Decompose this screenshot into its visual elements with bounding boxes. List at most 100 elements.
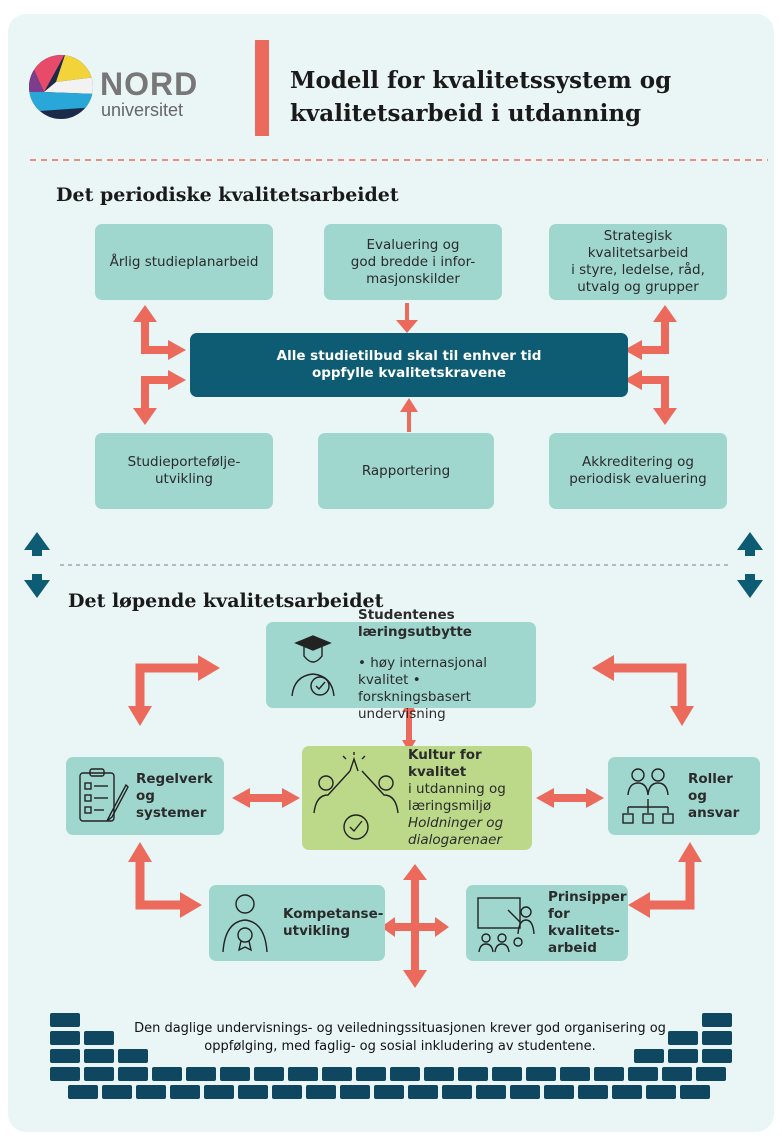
brick <box>356 1067 386 1081</box>
principles-line-2: for kvalitets- <box>548 906 620 939</box>
box-strategic-quality-work: Strategisk kvalitetsarbeid i styre, lede… <box>549 224 727 300</box>
brick <box>646 1085 676 1099</box>
footer-line-1: Den daglige undervisnings- og veiledning… <box>134 1021 666 1036</box>
brick <box>118 1067 148 1081</box>
box-evaluation-line-3: masjonskilder <box>366 270 460 287</box>
brick <box>68 1085 98 1099</box>
right-updown-arrow-icon <box>737 532 763 598</box>
box-accreditation-line-2: periodisk evaluering <box>569 471 707 487</box>
arrowhead-cross-right <box>435 917 449 937</box>
box-evaluation-line-1: Evaluering og <box>366 236 460 253</box>
box-quality-culture: Kultur for kvalitet i utdanning og lærin… <box>302 746 532 850</box>
center-line-2: oppfylle kvalitetskravene <box>311 365 507 381</box>
box-portfolio-development: Studieportefølje- utvikling <box>95 433 273 509</box>
box-quality-requirements: Alle studietilbud skal til enhver tid op… <box>190 333 628 397</box>
competence-line-2: utvikling <box>283 923 350 939</box>
brick <box>408 1085 438 1099</box>
teacher-board-icon <box>477 897 535 953</box>
arrowhead-tr-up <box>653 305 677 322</box>
brick <box>628 1067 658 1081</box>
brick <box>374 1085 404 1099</box>
brick <box>578 1085 608 1099</box>
page-title-line-2: kvalitetsarbeid i utdanning <box>290 100 642 127</box>
brick <box>238 1085 268 1099</box>
box-annual-study-plan-label: Årlig studieplanarbeid <box>109 253 259 270</box>
box-strategic-line-2: i styre, ledelse, råd, <box>571 262 705 278</box>
brick <box>152 1067 182 1081</box>
arrowhead-ur-left <box>592 655 614 681</box>
principles-line-3: arbeid <box>548 940 597 956</box>
brick <box>424 1067 454 1081</box>
box-rules-systems: Regelverk og systemer <box>66 757 224 835</box>
brick <box>102 1085 132 1099</box>
box-strategic-line-1: Strategisk kvalitetsarbeid <box>587 228 689 261</box>
arrowhead-tl-right <box>168 340 186 360</box>
arrow-bottom-left-path <box>141 376 170 412</box>
brick <box>204 1085 234 1099</box>
rules-line-2: og systemer <box>136 787 207 821</box>
arrowhead-cr-left <box>536 788 554 808</box>
brick <box>254 1067 284 1081</box>
arrowhead-rc-right <box>282 788 300 808</box>
brick <box>84 1067 114 1081</box>
box-accreditation-line-1: Akkreditering og <box>582 454 694 470</box>
culture-line-3: Holdninger og <box>408 815 504 831</box>
high-five-icon <box>313 752 399 840</box>
ongoing-heading: Det løpende kvalitetsarbeidet <box>68 590 384 612</box>
arrow-top-right-path <box>640 318 669 354</box>
brick <box>476 1085 506 1099</box>
brick <box>186 1067 216 1081</box>
arrowhead-ur-down <box>670 706 694 726</box>
brick <box>594 1067 624 1081</box>
arrowhead-cross-up <box>403 864 427 880</box>
box-evaluation-sources: Evaluering og god bredde i infor- masjon… <box>324 224 502 300</box>
footer-text: Den daglige undervisnings- og veiledning… <box>120 1020 680 1056</box>
brick-wall <box>50 1013 732 1063</box>
logo-nord-text: NORD <box>100 66 199 102</box>
arrowhead-lr-left <box>628 892 650 918</box>
culture-line-4: dialogarenaer <box>408 832 502 848</box>
brick <box>170 1085 200 1099</box>
box-accreditation: Akkreditering og periodisk evaluering <box>549 433 727 509</box>
brick <box>390 1067 420 1081</box>
culture-line-1: i utdanning og <box>408 781 506 797</box>
rules-line-1: Regelverk <box>136 770 213 787</box>
arrow-upper-right-path <box>612 663 687 710</box>
learning-line-2: forskningsbasert undervisning <box>358 689 471 722</box>
box-evaluation-line-2: god bredde i infor- <box>350 253 476 270</box>
left-updown-arrow-icon <box>24 532 50 598</box>
arrow-top-mid <box>396 303 418 333</box>
arrow-lower-right-path <box>648 858 695 910</box>
periodic-heading: Det periodiske kvalitetsarbeidet <box>56 184 399 206</box>
footer-line-2: oppfølging, med faglig- og sosial inklud… <box>204 1039 596 1054</box>
brick <box>50 1067 80 1081</box>
page-title-line-1: Modell for kvalitetssystem og <box>290 67 672 94</box>
checklist-icon <box>79 768 129 822</box>
learning-title: Studentenes læringsutbytte <box>358 607 472 640</box>
box-reporting: Rapportering <box>318 433 494 509</box>
box-portfolio-line-1: Studieportefølje- <box>127 454 241 470</box>
brick <box>458 1067 488 1081</box>
arrowhead-ul-down <box>128 706 152 726</box>
brick <box>662 1067 692 1081</box>
box-annual-study-plan: Årlig studieplanarbeid <box>95 224 273 300</box>
arrowhead-br-left <box>624 370 642 390</box>
arrowhead-cross-down <box>403 970 427 988</box>
brick <box>526 1067 556 1081</box>
brick <box>612 1085 642 1099</box>
brick <box>442 1085 472 1099</box>
brick <box>492 1067 522 1081</box>
page-title: Modell for kvalitetssystem og kvalitetsa… <box>290 64 671 130</box>
background-panel <box>8 14 774 1132</box>
box-roles-responsibility: Roller og ansvar <box>608 757 760 835</box>
arrowhead-ll-up <box>128 842 152 862</box>
nord-logo-icon <box>29 55 93 119</box>
arrowhead-tl-up <box>133 305 157 322</box>
brick <box>272 1085 302 1099</box>
arrow-bottom-mid <box>398 398 420 432</box>
box-competence-development: Kompetanse- utvikling <box>209 885 385 961</box>
box-learning-outcomes: Studentenes læringsutbytte • høy interna… <box>266 607 536 722</box>
brick <box>220 1067 250 1081</box>
